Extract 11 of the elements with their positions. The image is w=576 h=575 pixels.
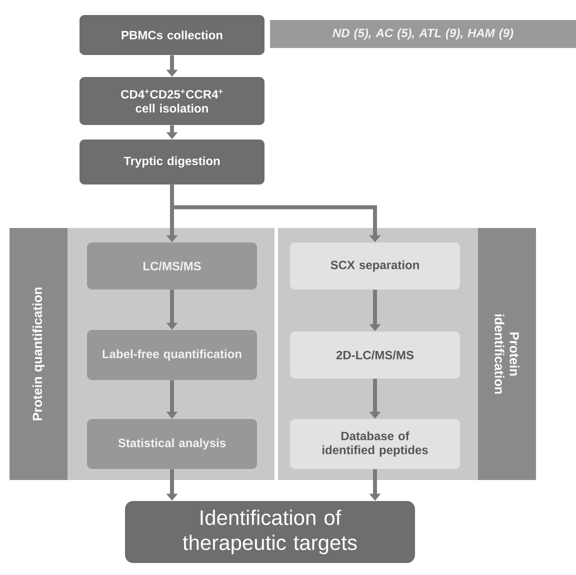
process-box: SCX separation [290,242,460,290]
result-box: Identification of therapeutic targets [125,501,415,563]
sample-band: ND (5), AC (5), ATL (9), HAM (9) [270,20,576,48]
process-box: CD4$^{+}$CD25$^{+}$CCR4$^{+}$ cell isolation [80,77,264,125]
process-box: 2D-LC/MS/MS [290,332,460,378]
process-box: PBMCs collection [80,15,264,55]
process-box: Tryptic digestion [80,140,264,184]
process-box: Database of identified peptides [290,419,460,469]
process-box: Statistical analysis [87,419,257,469]
process-box: Label-free quantification [87,330,257,380]
process-box: LC/MS/MS [87,242,257,290]
